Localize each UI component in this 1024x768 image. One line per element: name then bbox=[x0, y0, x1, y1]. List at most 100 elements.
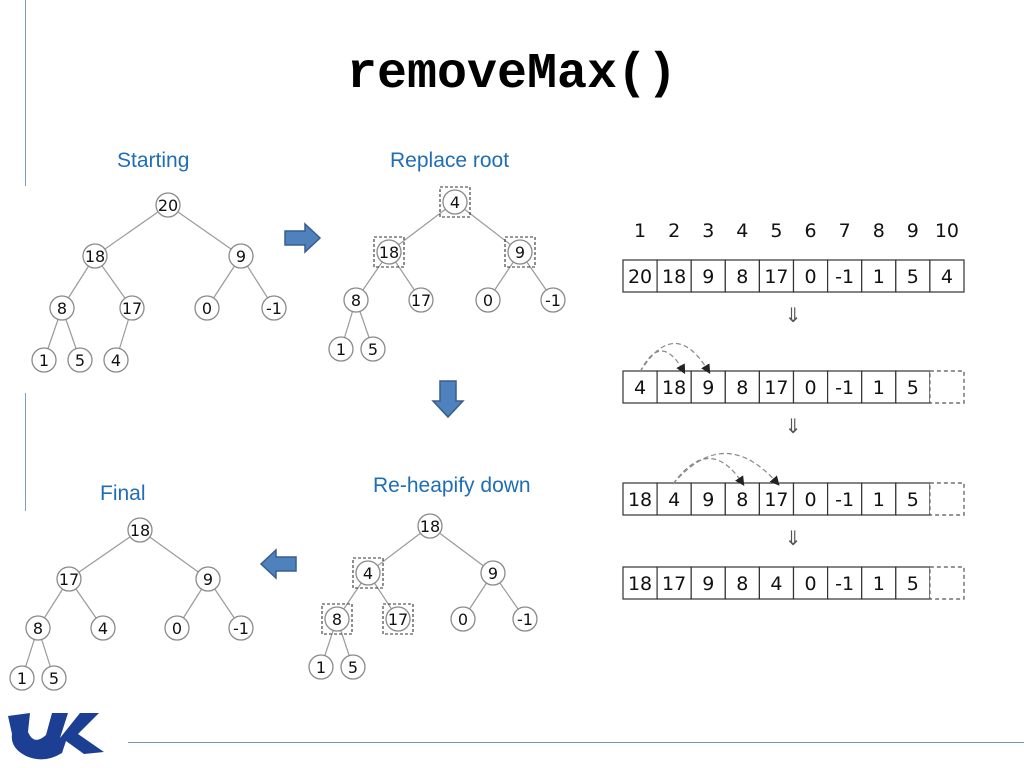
node-circle bbox=[360, 336, 386, 362]
array-cell-value: 0 bbox=[805, 573, 817, 595]
node-value: 17 bbox=[388, 610, 408, 629]
array-index: 5 bbox=[770, 220, 782, 242]
step-down-arrow: ⇓ bbox=[785, 303, 802, 327]
array-index: 8 bbox=[873, 220, 885, 242]
node-circle bbox=[324, 606, 350, 632]
tree-node: 8 bbox=[343, 287, 369, 313]
array-cell bbox=[724, 370, 760, 404]
array-cell-value: 17 bbox=[764, 377, 788, 399]
node-circle bbox=[540, 287, 566, 313]
array-cell bbox=[622, 482, 658, 516]
tree-node: -1 bbox=[261, 295, 287, 321]
left-border-top bbox=[25, 0, 26, 186]
tree-node: 0 bbox=[194, 295, 220, 321]
step-down-arrow: ⇓ bbox=[785, 414, 802, 438]
array-cell-value: 8 bbox=[736, 573, 748, 595]
uk-logo: UK bbox=[8, 713, 104, 760]
node-circle bbox=[417, 513, 443, 539]
tree-node: 9 bbox=[228, 243, 254, 269]
logo-mark bbox=[8, 713, 104, 760]
array-index: 7 bbox=[839, 220, 851, 242]
highlight-box bbox=[504, 236, 536, 268]
array-cell-value: 5 bbox=[907, 573, 919, 595]
swap-arc bbox=[639, 343, 711, 375]
tree-node: 8 bbox=[321, 603, 353, 635]
array-cell-value: 0 bbox=[805, 377, 817, 399]
array-cell-value: 0 bbox=[805, 489, 817, 511]
tree-node: 0 bbox=[475, 287, 501, 313]
node-value: 18 bbox=[130, 521, 150, 540]
node-circle bbox=[103, 347, 129, 373]
tree-node: 5 bbox=[340, 654, 366, 680]
array-cell-value: 8 bbox=[736, 377, 748, 399]
node-circle bbox=[119, 295, 145, 321]
node-value: 4 bbox=[111, 351, 121, 370]
array-cell bbox=[622, 259, 658, 293]
array-cell bbox=[929, 259, 965, 293]
array-index: 3 bbox=[702, 220, 714, 242]
caption-final: Final bbox=[100, 482, 146, 505]
node-value: 17 bbox=[122, 299, 142, 318]
array-cell-value: 1 bbox=[873, 266, 885, 288]
slide-title: removeMax() bbox=[346, 46, 678, 103]
node-circle bbox=[475, 287, 501, 313]
node-value: 4 bbox=[450, 193, 460, 212]
tree-node: -1 bbox=[512, 606, 538, 632]
tree-node: 18 bbox=[127, 517, 153, 543]
tree-node: 1 bbox=[308, 654, 334, 680]
left-border-bottom bbox=[25, 393, 26, 511]
node-circle bbox=[9, 665, 35, 691]
node-circle bbox=[195, 566, 221, 592]
tree-node: 5 bbox=[67, 347, 93, 373]
caption-replace-root: Replace root bbox=[390, 149, 510, 172]
array-cell bbox=[758, 370, 795, 404]
swap-arc bbox=[672, 458, 745, 487]
node-value: 18 bbox=[85, 247, 105, 266]
node-circle bbox=[41, 665, 67, 691]
node-circle bbox=[67, 347, 93, 373]
caption-reheapify: Re-heapify down bbox=[373, 474, 531, 497]
tree-node: 4 bbox=[352, 557, 384, 589]
array-cell-value: 1 bbox=[873, 573, 885, 595]
node-value: 0 bbox=[483, 291, 493, 310]
swap-arc bbox=[672, 452, 780, 486]
array-cell-value: 8 bbox=[736, 489, 748, 511]
array-index: 2 bbox=[668, 220, 680, 242]
array-cell bbox=[792, 370, 829, 404]
node-circle bbox=[90, 615, 116, 641]
node-value: 5 bbox=[368, 340, 378, 359]
highlight-box bbox=[373, 236, 405, 268]
array-cell bbox=[656, 370, 692, 404]
node-circle bbox=[328, 336, 354, 362]
tree-node: 1 bbox=[31, 347, 57, 373]
node-value: 8 bbox=[57, 299, 67, 318]
tree-node: 0 bbox=[450, 606, 476, 632]
node-value: 9 bbox=[488, 564, 498, 583]
node-circle bbox=[442, 189, 468, 215]
highlight-box bbox=[382, 603, 414, 635]
tree-node: 17 bbox=[382, 603, 414, 635]
array-cell bbox=[826, 482, 863, 516]
node-value: 17 bbox=[411, 291, 431, 310]
node-circle bbox=[308, 654, 334, 680]
tree-node: 17 bbox=[408, 287, 434, 313]
array-cell bbox=[690, 566, 726, 600]
array-cell-value: 9 bbox=[702, 377, 714, 399]
tree-node: 17 bbox=[56, 566, 82, 592]
node-circle bbox=[194, 295, 220, 321]
node-circle bbox=[480, 560, 506, 586]
right-step-arrow bbox=[284, 222, 322, 254]
node-value: 0 bbox=[202, 299, 212, 318]
array-cell-value: 18 bbox=[628, 573, 652, 595]
array-cell-value: 4 bbox=[770, 573, 782, 595]
array-cell-empty bbox=[929, 566, 965, 600]
tree-node: 4 bbox=[103, 347, 129, 373]
node-value: 18 bbox=[420, 517, 440, 536]
array-index: 4 bbox=[736, 220, 748, 242]
tree-node: 8 bbox=[25, 615, 51, 641]
tree-node: 9 bbox=[504, 236, 536, 268]
node-value: 1 bbox=[336, 340, 346, 359]
